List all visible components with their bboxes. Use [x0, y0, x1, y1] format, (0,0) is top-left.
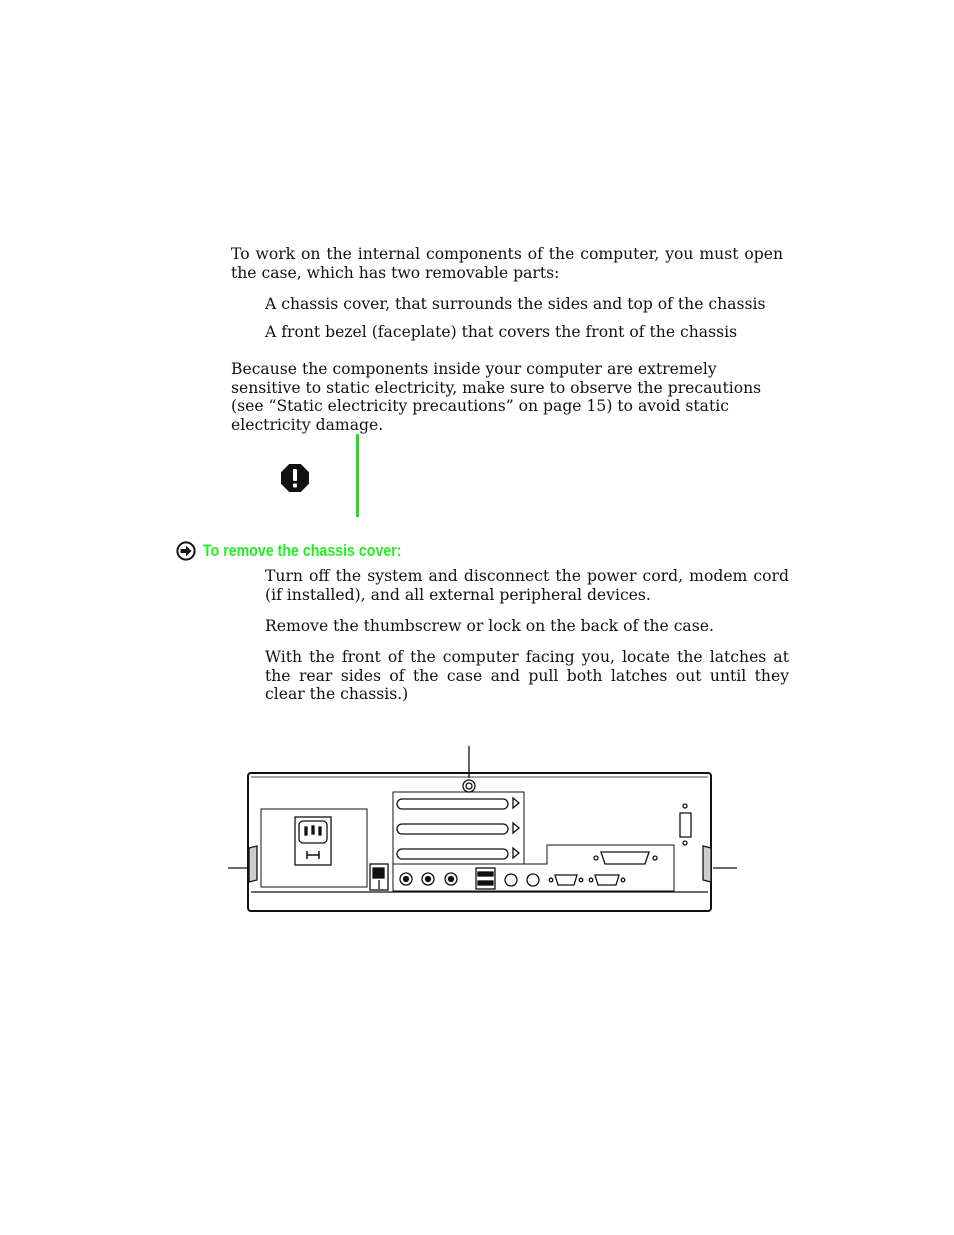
procedure-title: To remove the chassis cover:	[203, 541, 402, 560]
part-item-chassis-cover: A chassis cover, that surrounds the side…	[265, 295, 766, 313]
warning-octagon-icon	[281, 464, 309, 492]
intro-paragraph: To work on the internal components of th…	[231, 245, 783, 282]
arrow-circle-right-icon	[176, 541, 196, 561]
part-item-front-bezel: A front bezel (faceplate) that covers th…	[265, 323, 738, 341]
procedure-step-3: With the front of the computer facing yo…	[265, 648, 789, 704]
computer-rear-panel-illustration	[228, 746, 737, 912]
procedure-heading: To remove the chassis cover:	[176, 540, 434, 562]
procedure-step-1: Turn off the system and disconnect the p…	[265, 567, 789, 604]
static-note-paragraph: Because the components inside your compu…	[231, 360, 762, 434]
caution-bar	[356, 434, 359, 517]
procedure-step-2: Remove the thumbscrew or lock on the bac…	[265, 617, 714, 635]
